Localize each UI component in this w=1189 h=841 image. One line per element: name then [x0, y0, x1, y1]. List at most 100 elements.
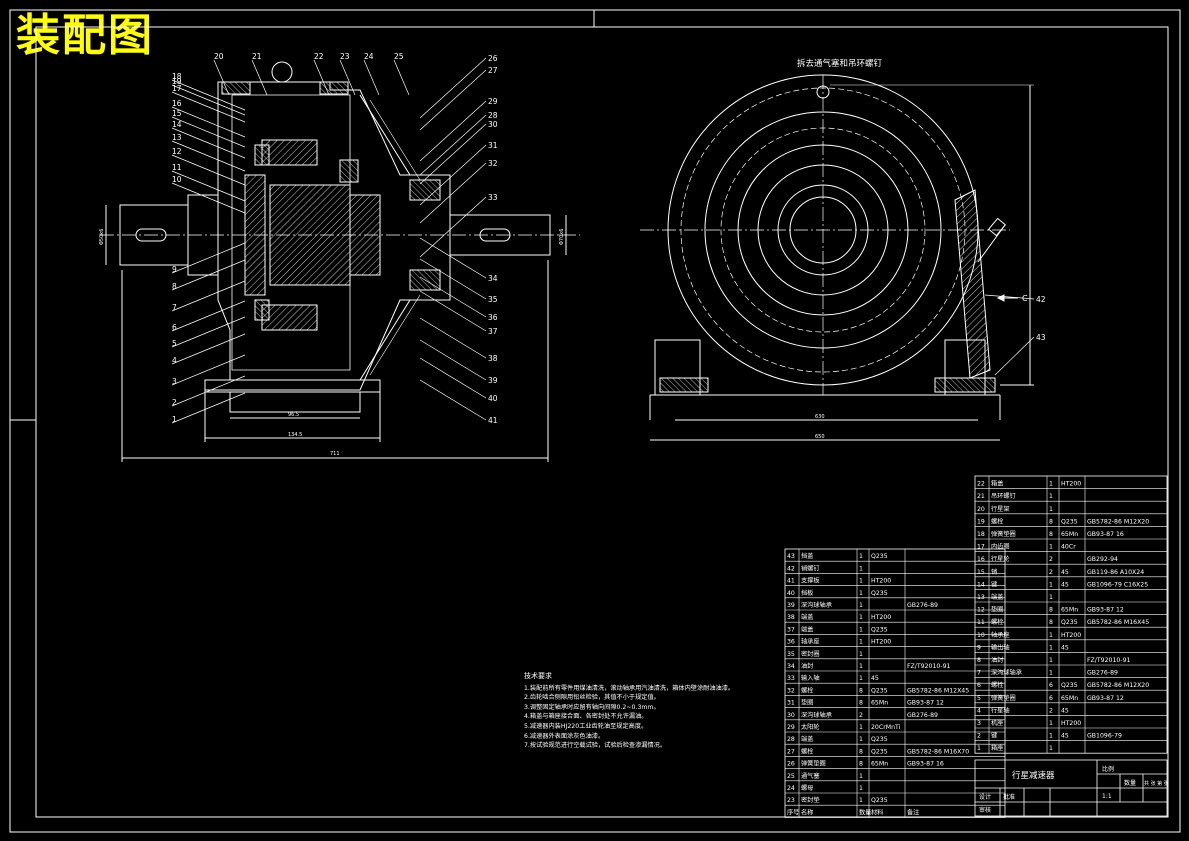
bom-cell: Q235: [871, 590, 888, 597]
technical-notes: 技术要求 1.装配前所有零件用煤油清洗，滚动轴承用汽油清洗，箱体内壁涂耐油油漆。…: [524, 672, 754, 751]
part-label: 19: [172, 77, 182, 86]
bom-cell: GB5782-86 M16X70: [907, 748, 969, 755]
part-label: 14: [172, 120, 182, 129]
part-label: 34: [488, 274, 498, 283]
bom-cell: 端盖: [991, 593, 1003, 601]
bom-cell: 38: [787, 614, 795, 621]
bom-cell: 45: [1061, 569, 1069, 576]
bom-cell: 吊环螺钉: [991, 492, 1016, 500]
label-checked: 审核: [979, 806, 991, 814]
bom-cell: HT200: [871, 578, 891, 585]
bom-cell: 2: [1049, 707, 1053, 714]
bom-cell: FZ/T92010-91: [907, 663, 951, 670]
bom-cell: GB93-87 12: [907, 700, 944, 707]
bom-cell: 25: [787, 773, 795, 780]
bom-cell: 箱座: [991, 744, 1003, 752]
bom-cell: 油封: [801, 662, 813, 670]
part-label: 26: [488, 54, 498, 63]
bom-cell: 45: [1061, 733, 1069, 740]
label-sheet: 共 张 第 张: [1144, 780, 1169, 787]
bom-cell: 8: [859, 748, 863, 755]
bom-cell: 1: [859, 675, 863, 682]
bom-cell: GB93-87 16: [907, 761, 944, 768]
bom-cell: 40: [787, 590, 795, 597]
bom-cell: 1: [859, 553, 863, 560]
part-label: 41: [488, 416, 498, 425]
bom-cell: 太阳轮: [801, 723, 820, 731]
bom-cell: 备注: [907, 808, 919, 816]
bom-cell: 螺栓: [991, 618, 1003, 626]
bom-cell: 28: [787, 736, 795, 743]
bom-cell: 名称: [801, 808, 813, 816]
part-label: 43: [1036, 333, 1046, 342]
label-scale: 比例: [1102, 765, 1114, 773]
bom-cell: 41: [787, 578, 795, 585]
side-view-caption: 拆去通气塞和吊环螺钉: [797, 58, 883, 69]
note-line: 2.齿轮啮合侧隙用铅丝检验，其值不小于规定值。: [524, 694, 660, 702]
part-label: 10: [172, 175, 182, 184]
bom-cell: GB93-87 16: [1087, 531, 1124, 538]
bom-cell: 螺栓: [801, 686, 813, 694]
part-label: 3: [172, 377, 177, 386]
bom-cell: 43: [787, 553, 795, 560]
product-name: 行星减速器: [1012, 770, 1055, 781]
bom-cell: 7: [977, 670, 981, 677]
bom-cell: 1: [859, 565, 863, 572]
bom-cell: 箱盖: [991, 480, 1003, 488]
title-block: [974, 759, 1168, 817]
bom-cell: 8: [1049, 518, 1053, 525]
bom-row: 序号名称数量材料备注: [787, 808, 919, 816]
part-label: 4: [172, 356, 177, 365]
bom-cell: 1: [1049, 644, 1053, 651]
bom-cell: FZ/T92010-91: [1087, 657, 1131, 664]
part-leaders: [171, 57, 1035, 424]
drawing-title: 装配图: [16, 10, 154, 61]
part-label: 40: [488, 394, 498, 403]
bom-cell: 8: [859, 687, 863, 694]
bom-cell: 行星轴: [991, 706, 1010, 714]
bom-cell: HT200: [871, 614, 891, 621]
bom-cell: 支撑板: [801, 577, 820, 585]
bom-cell: 销: [991, 568, 997, 576]
bom-cell: 螺母: [801, 784, 813, 792]
bom-cell: 45: [1061, 707, 1069, 714]
bom-cell: GB93-87 12: [1087, 695, 1124, 702]
part-label: 38: [488, 354, 498, 363]
bom-cell: GB276-89: [907, 602, 938, 609]
bom-cell: 弹簧垫圈: [801, 760, 826, 768]
bom-cell: 1: [859, 663, 863, 670]
bom-cell: 1: [859, 736, 863, 743]
bom-cell: 端盖: [801, 613, 813, 621]
part-label: 22: [314, 52, 324, 61]
bom-cell: GB5782-86 M16X45: [1087, 619, 1149, 626]
bom-cell: 序号: [787, 808, 799, 816]
bom-cell: 1: [1049, 493, 1053, 500]
bom-cell: 8: [1049, 607, 1053, 614]
bom-cell: 40Cr: [1061, 544, 1076, 551]
bom-cell: 9: [977, 644, 981, 651]
bom-cell: 45: [1061, 581, 1069, 588]
part-label: 2: [172, 398, 177, 407]
part-label: 33: [488, 193, 498, 202]
bom-cell: 机座: [991, 719, 1003, 727]
bom-cell: Q235: [871, 687, 888, 694]
bom-cell: Q235: [871, 748, 888, 755]
bom-cell: Q235: [1061, 682, 1078, 689]
